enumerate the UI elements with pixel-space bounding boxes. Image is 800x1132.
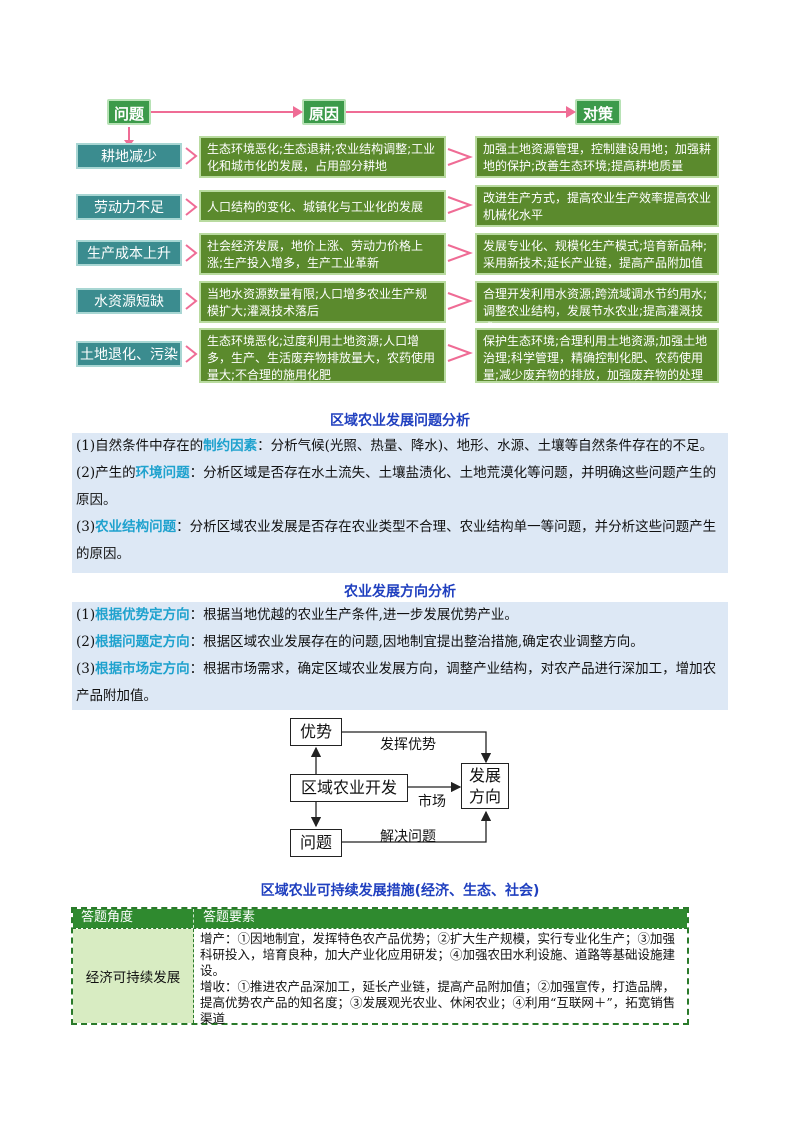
analysis-item: (3)农业结构问题：分析区域农业发展是否存在农业类型不合理、农业结构单一等问题，… [76, 519, 717, 562]
target-box: 发展 方向 [461, 763, 509, 809]
measure-box: 发展专业化、规模化生产模式;培育新品种;采用新技术;延长产业链，提高产品附加值 [475, 233, 719, 275]
measure-box: 加强土地资源管理，控制建设用地；加强耕地的保护;改善生态环境;提高耕地质量 [475, 136, 719, 178]
section-title: 农业发展方向分析 [344, 584, 456, 600]
direction-item: (3)根据市场定方向：根据市场需求，确定区域农业发展方向，调整产业结构，对农产品… [76, 661, 717, 704]
section-title: 区域农业发展问题分析 [330, 413, 470, 429]
header-connector [151, 111, 296, 113]
analysis-item: (2)产生的环境问题：分析区域是否存在水土流失、土壤盐渍化、土地荒漠化等问题，并… [76, 465, 717, 508]
center-box: 区域农业开发 [290, 774, 408, 802]
header-connector [128, 127, 130, 145]
chevron-right-icon [185, 244, 198, 262]
keyword: 农业结构问题 [95, 519, 177, 535]
section-title: 区域农业可持续发展措施(经济、生态、社会) [260, 883, 540, 899]
keyword: 根据问题定方向 [95, 634, 190, 650]
label-advantage: 发挥优势 [380, 737, 436, 753]
row-divider [73, 928, 687, 929]
chevron-right-icon [447, 344, 473, 362]
cause-box: 人口结构的变化、城镇化与工业化的发展 [199, 190, 446, 222]
problem-label: 土地退化、污染 [76, 341, 182, 367]
table-cell-angle: 经济可持续发展 [73, 929, 194, 1023]
chevron-right-icon [447, 292, 473, 310]
problem-label: 生产成本上升 [76, 240, 182, 266]
direction-panel: (1)根据优势定方向：根据当地优越的农业生产条件,进一步发展优势产业。 (2)根… [72, 602, 728, 710]
arrow-head [566, 106, 576, 118]
table-header-row: 答题角度 答题要素 [73, 909, 687, 928]
keyword: 根据优势定方向 [95, 607, 190, 623]
problem-label: 劳动力不足 [76, 194, 182, 220]
chevron-right-icon [185, 147, 198, 165]
header-cause: 原因 [302, 99, 346, 125]
measure-box: 合理开发利用水资源;跨流域调水节约用水;调整农业结构，发展节水农业;提高灌溉技术 [475, 281, 719, 335]
measure-box: 改进生产方式，提高农业生产效率提高农业机械化水平 [475, 185, 719, 227]
chevron-right-icon [185, 345, 198, 363]
header-measure: 对策 [575, 99, 621, 125]
analysis-item: (1)自然条件中存在的制约因素：分析气候(光照、热量、降水)、地形、水源、土壤等… [76, 438, 714, 454]
direction-item: (2)根据问题定方向：根据区域农业发展存在的问题,因地制宜提出整治措施,确定农业… [76, 634, 644, 650]
chevron-column-1 [185, 147, 198, 363]
keyword: 制约因素 [203, 438, 258, 454]
chevron-right-icon [447, 196, 473, 214]
chevron-right-icon [185, 198, 198, 216]
analysis-panel: (1)自然条件中存在的制约因素：分析气候(光照、热量、降水)、地形、水源、土壤等… [72, 433, 728, 573]
header-connector [346, 111, 568, 113]
chevron-right-icon [447, 148, 473, 166]
keyword: 根据市场定方向 [95, 661, 190, 677]
chevron-right-icon [447, 244, 473, 262]
measures-table: 答题角度 答题要素 经济可持续发展 增产：①因地制宜，发挥特色农产品优势；②扩大… [71, 907, 689, 1026]
cause-box: 生态环境恶化;过度利用土地资源;人口增多，生产、生活废弃物排放量大，农药使用量大… [199, 328, 446, 383]
problem-label: 水资源短缺 [76, 288, 182, 314]
cause-box: 生态环境恶化;生态退耕;农业结构调整;工业化和城市化的发展，占用部分耕地 [199, 136, 446, 178]
header-problem: 问题 [107, 99, 151, 125]
table-cell-elements: 增产：①因地制宜，发挥特色农产品优势；②扩大生产规模，实行专业化生产；③加强科研… [200, 931, 676, 1026]
arrow-head [293, 106, 303, 118]
direction-item: (1)根据优势定方向：根据当地优越的农业生产条件,进一步发展优势产业。 [76, 607, 518, 623]
problem-box: 问题 [290, 829, 342, 857]
table-header-angle: 答题角度 [73, 909, 193, 927]
problem-label: 耕地减少 [76, 143, 182, 169]
keyword: 环境问题 [135, 465, 190, 481]
cause-box: 当地水资源数量有限;人口增多农业生产规模扩大;灌溉技术落后 [199, 281, 446, 323]
chevron-column-2 [447, 148, 473, 362]
diagram-arrows [310, 731, 492, 843]
advantage-box: 优势 [290, 718, 342, 746]
label-market: 市场 [418, 794, 446, 810]
table-header-elements: 答题要素 [195, 909, 675, 927]
header-divider [193, 909, 194, 928]
measure-box: 保护生态环境;合理利用土地资源;加强土地治理;科学管理，精确控制化肥、农药使用量… [475, 328, 719, 383]
chevron-right-icon [185, 292, 198, 310]
cause-box: 社会经济发展，地价上涨、劳动力价格上涨;生产投入增多，生产工业革新 [199, 233, 446, 275]
label-solve: 解决问题 [380, 829, 436, 845]
